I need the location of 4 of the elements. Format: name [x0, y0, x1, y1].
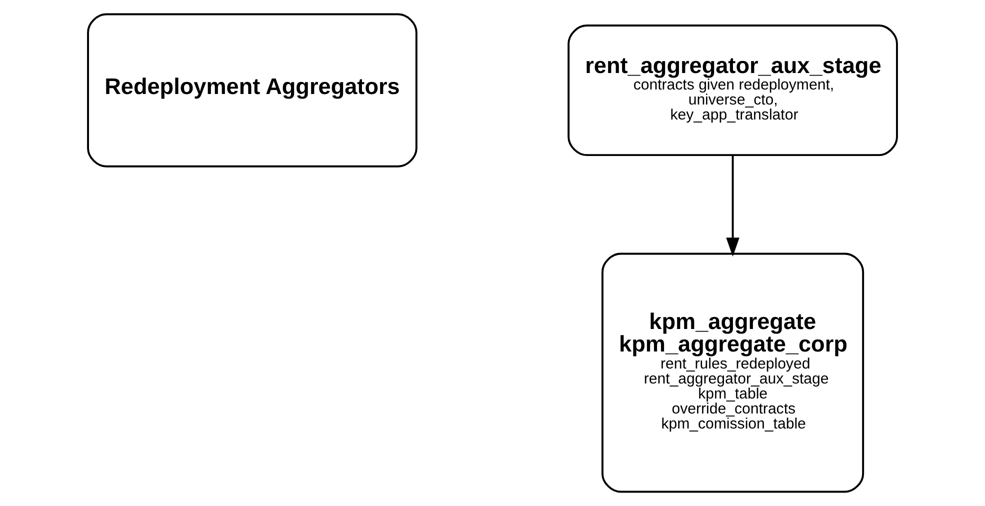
node-box: Redeployment Aggregators	[87, 13, 418, 168]
node-box: rent_aggregator_aux_stage contracts given redeployment, universe_cto, key_app_translator	[568, 24, 898, 156]
node-box: kpm_aggregate kpm_aggregate_corp rent_rules_redeployed rent_aggregator_aux_stage kpm_table override_contracts kpm_comission_table	[602, 252, 864, 493]
arrow	[726, 155, 740, 257]
